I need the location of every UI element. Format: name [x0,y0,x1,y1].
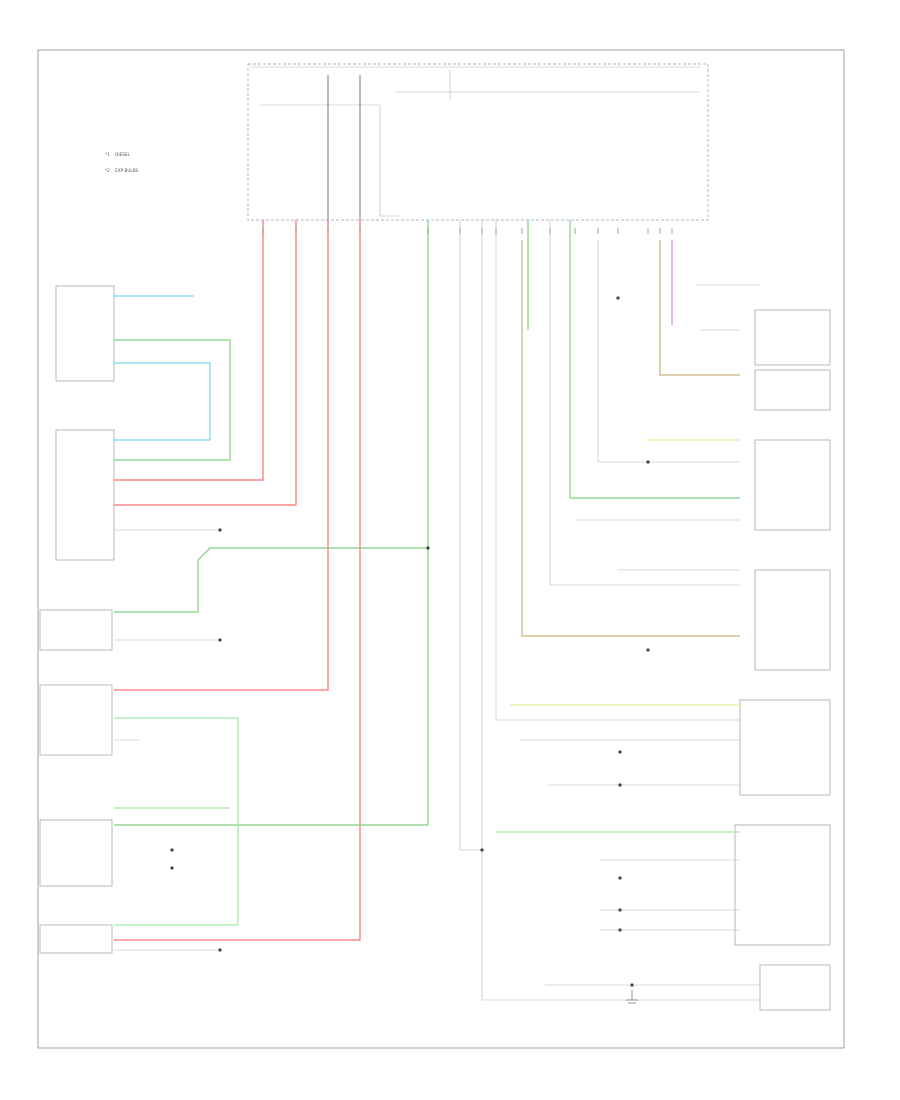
wire-green-5 [114,339,231,461]
wire-gray-2 [481,220,760,1001]
junction-dot [170,866,174,870]
right-park-lamp-box [754,569,831,671]
junction-dot [616,296,620,300]
left-illumination-box [39,924,113,954]
junction-dot [480,848,484,852]
right-side-repeater-box [754,369,831,411]
junction-dot [618,783,622,787]
wire-gray-4 [549,220,740,586]
wire-gray-3 [495,220,740,721]
junction-dot [646,648,650,652]
stop-lamp-switch-box [39,609,113,651]
wire-gray-5 [597,240,740,463]
body-control-module-box [55,429,115,561]
wire-gray-1 [459,220,482,851]
wire-tan-2 [659,240,740,376]
left-components [39,285,115,954]
junction-dot [218,638,222,642]
junction-dot [646,460,650,464]
wire-tan-1 [521,240,740,637]
junction-dots [170,296,650,987]
wire-green-1 [114,220,429,826]
junction-dot [618,908,622,912]
diagram-frame [37,49,845,1049]
junction-dot [618,876,622,880]
wire-green-6 [569,220,740,499]
junction-dot [618,928,622,932]
left-side-repeater-box [754,309,831,366]
wire-cyan-2 [114,362,211,441]
wire-red-4 [114,220,361,941]
junction-dot [218,528,222,532]
cluster-box [39,819,113,887]
junction-dot [630,983,634,987]
wire-green-2 [114,547,428,613]
right-components [734,309,831,1011]
module-inner-step [379,105,400,217]
junction-dot [218,948,222,952]
wires [114,75,760,1001]
top-module-box [247,63,709,221]
legend-item-2: *2 EXP BULBS [105,168,139,173]
license-lamp-box [759,964,831,1011]
wire-red-1 [114,220,264,481]
right-tail-lamp-box [739,699,831,796]
legend: *1 DIESEL *2 EXP BULBS [105,152,139,173]
wire-red-2 [114,220,297,506]
legend-item-1: *1 DIESEL [105,152,131,157]
left-park-lamp-box [754,439,831,531]
left-tail-lamp-box [734,824,831,946]
ground-symbol [626,990,638,1004]
multifunction-switch-box [39,684,113,756]
wire-green-3 [114,717,239,926]
powertrain-module-box [55,285,115,382]
connector-ticks [262,228,673,234]
wire-red-3 [114,220,329,691]
junction-dot [170,848,174,852]
junction-dot [618,750,622,754]
junction-dot [426,546,430,550]
